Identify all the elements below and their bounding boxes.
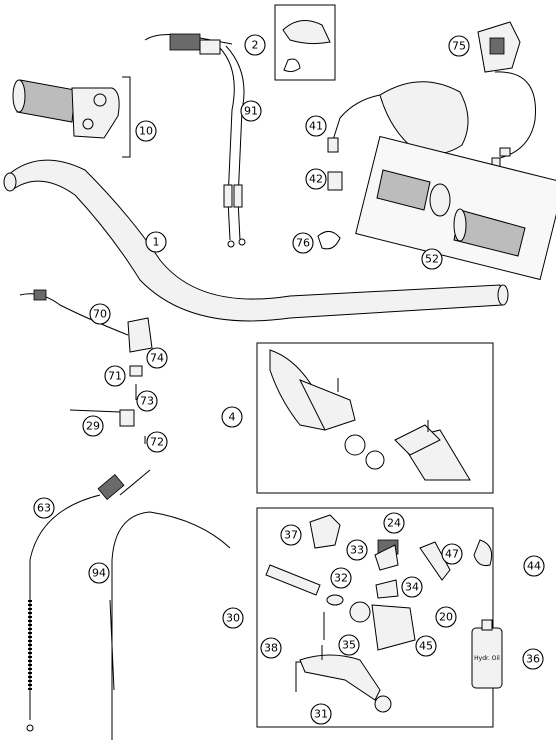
callout-30: 30 <box>222 607 244 629</box>
switch-part <box>477 21 536 173</box>
svg-text:34: 34 <box>405 581 419 594</box>
frame-handguard <box>256 342 494 494</box>
svg-text:45: 45 <box>419 640 433 653</box>
svg-text:91: 91 <box>244 105 258 118</box>
svg-text:70: 70 <box>93 308 107 321</box>
bracket-throttle <box>122 76 131 158</box>
callout-35: 35 <box>338 634 360 656</box>
oil-bottle-label: Hydr. Oil <box>474 655 500 662</box>
callout-29: 29 <box>82 415 104 437</box>
svg-text:1: 1 <box>153 236 160 249</box>
handlebar-end-left <box>3 172 17 192</box>
frame-guard-clip <box>274 4 336 81</box>
svg-text:74: 74 <box>150 352 164 365</box>
callout-91: 91 <box>240 100 262 122</box>
callout-44: 44 <box>523 555 545 577</box>
svg-text:35: 35 <box>342 639 356 652</box>
svg-text:31: 31 <box>314 708 328 721</box>
callout-37: 37 <box>280 524 302 546</box>
svg-text:71: 71 <box>108 370 122 383</box>
callout-72: 72 <box>146 431 168 453</box>
callout-2: 2 <box>244 34 266 56</box>
svg-text:20: 20 <box>439 611 453 624</box>
mirror-part <box>327 81 469 191</box>
callout-75: 75 <box>448 35 470 57</box>
throttle-assembly <box>12 79 120 139</box>
svg-text:52: 52 <box>425 253 439 266</box>
callout-41: 41 <box>305 115 327 137</box>
callout-42: 42 <box>305 168 327 190</box>
callout-24: 24 <box>383 512 405 534</box>
grip-set <box>355 135 556 281</box>
svg-text:10: 10 <box>139 125 153 138</box>
brake-cylinder-group: Hydr. Oil <box>265 514 503 713</box>
callout-71: 71 <box>104 365 126 387</box>
svg-text:41: 41 <box>309 120 323 133</box>
handlebar-end-right <box>497 284 509 306</box>
svg-text:37: 37 <box>284 529 298 542</box>
throttle-cables <box>144 33 246 248</box>
callout-31: 31 <box>310 703 332 725</box>
callout-36: 36 <box>522 648 544 670</box>
callout-70: 70 <box>89 303 111 325</box>
svg-text:44: 44 <box>527 560 541 573</box>
callout-10: 10 <box>135 120 157 142</box>
svg-text:47: 47 <box>445 548 459 561</box>
svg-text:42: 42 <box>309 173 323 186</box>
clutch-cables <box>26 469 231 740</box>
svg-text:94: 94 <box>92 567 106 580</box>
svg-text:63: 63 <box>37 502 51 515</box>
svg-text:36: 36 <box>526 653 540 666</box>
callout-52: 52 <box>421 248 443 270</box>
svg-text:38: 38 <box>264 642 278 655</box>
callout-74: 74 <box>146 347 168 369</box>
callout-32: 32 <box>330 567 352 589</box>
callout-34: 34 <box>401 576 423 598</box>
callout-20: 20 <box>435 606 457 628</box>
callout-1: 1 <box>145 231 167 253</box>
callout-45: 45 <box>415 635 437 657</box>
callout-38: 38 <box>260 637 282 659</box>
cable-tie-part <box>317 231 341 250</box>
svg-text:33: 33 <box>350 544 364 557</box>
svg-text:2: 2 <box>252 39 259 52</box>
callout-47: 47 <box>441 543 463 565</box>
svg-text:30: 30 <box>226 612 240 625</box>
callout-73: 73 <box>136 390 158 412</box>
svg-text:75: 75 <box>452 40 466 53</box>
svg-text:73: 73 <box>140 395 154 408</box>
frame-brake-cylinder <box>256 507 494 728</box>
svg-text:72: 72 <box>150 436 164 449</box>
guard-clip-part <box>282 20 331 73</box>
svg-text:24: 24 <box>387 517 401 530</box>
kill-switch-group <box>19 289 153 444</box>
svg-text:32: 32 <box>334 572 348 585</box>
callout-33: 33 <box>346 539 368 561</box>
svg-text:76: 76 <box>296 237 310 250</box>
handguard-part <box>269 349 471 481</box>
callout-63: 63 <box>33 497 55 519</box>
callout-76: 76 <box>292 232 314 254</box>
callout-4: 4 <box>221 406 243 428</box>
svg-text:29: 29 <box>86 420 100 433</box>
svg-text:4: 4 <box>229 411 236 424</box>
callout-94: 94 <box>88 562 110 584</box>
